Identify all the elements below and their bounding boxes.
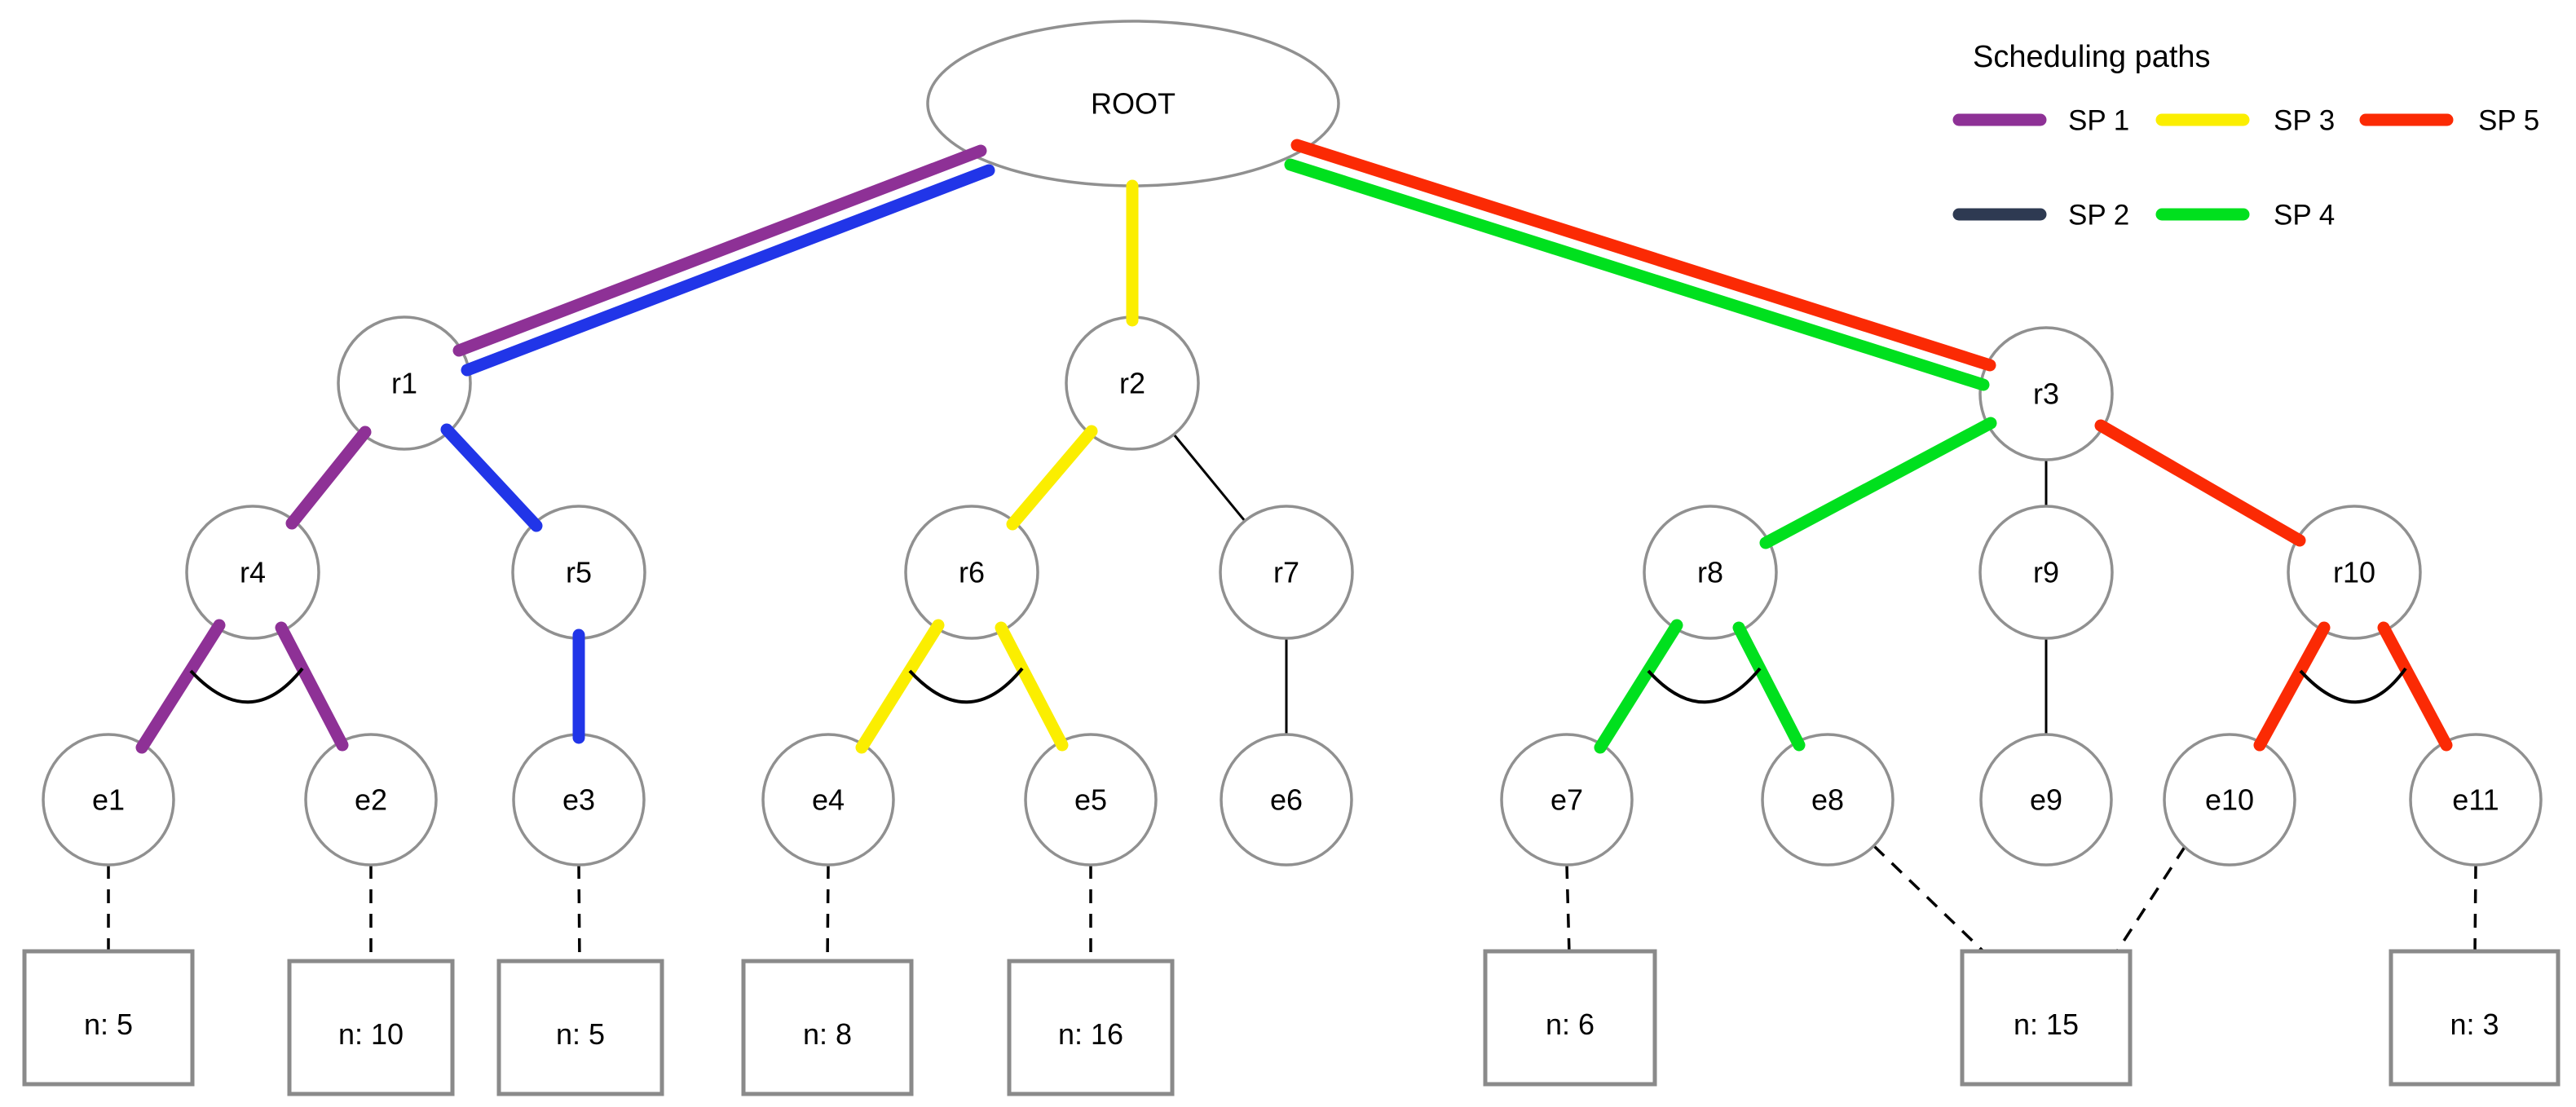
- node-label-r10: r10: [2333, 556, 2375, 589]
- sp-edge-r1-r5-sp2: [440, 423, 543, 532]
- leaf-link-e10-b7: [2115, 846, 2186, 952]
- node-label-e7: e7: [1550, 783, 1583, 817]
- node-label-e9: e9: [2030, 783, 2062, 817]
- leaf-link-e11-b8: [2473, 864, 2477, 955]
- box-label-b4: n: 8: [803, 1017, 852, 1051]
- node-label-r9: r9: [2033, 556, 2059, 589]
- node-r1: [337, 315, 472, 451]
- sp-edge-r4-e2-sp1: [275, 621, 349, 752]
- legend-title: Scheduling paths: [1973, 40, 2211, 74]
- tie-arc-r10: [2299, 667, 2407, 704]
- sp-edge-r6-e4-sp3: [855, 619, 945, 754]
- node-label-e8: e8: [1811, 783, 1844, 817]
- node-e5: [1024, 733, 1158, 867]
- node-e4: [761, 733, 895, 867]
- node-label-r3: r3: [2033, 377, 2059, 411]
- node-label-ROOT: ROOT: [1091, 87, 1176, 121]
- box-label-b2: n: 10: [338, 1017, 404, 1051]
- node-label-r7: r7: [1273, 556, 1299, 589]
- node-e1: [42, 733, 175, 867]
- node-r4: [185, 505, 320, 640]
- sp-edge-r10-e10-sp5: [2253, 621, 2331, 752]
- box-b7: [1960, 949, 2133, 1087]
- box-label-b7: n: 15: [2014, 1008, 2079, 1041]
- node-r7: [1219, 505, 1354, 640]
- leaf-link-e3-b3: [577, 864, 581, 964]
- box-b3: [496, 959, 664, 1096]
- node-label-e10: e10: [2205, 783, 2254, 817]
- node-label-r8: r8: [1697, 556, 1723, 589]
- legend-label-sp2: SP 2: [2068, 199, 2129, 231]
- tie-arc-r6: [908, 667, 1024, 704]
- box-label-b3: n: 5: [556, 1017, 605, 1051]
- box-label-b6: n: 6: [1546, 1008, 1595, 1041]
- box-b2: [287, 959, 455, 1096]
- node-label-r5: r5: [566, 556, 592, 589]
- sp-edge-r4-e1-sp1: [135, 619, 226, 754]
- node-label-e4: e4: [812, 783, 845, 817]
- node-r9: [1978, 505, 2114, 640]
- node-label-e6: e6: [1270, 783, 1303, 817]
- leaf-link-e8-b7: [1872, 845, 1985, 953]
- legend-label-sp4: SP 4: [2274, 199, 2335, 231]
- node-label-e1: e1: [92, 783, 125, 817]
- node-label-e11: e11: [2452, 783, 2499, 817]
- box-label-b8: n: 3: [2450, 1008, 2499, 1041]
- sp-edge-r10-e11-sp5: [2377, 621, 2453, 752]
- tie-arc-r4: [189, 667, 304, 704]
- sp-edge-r8-e8-sp4: [1732, 621, 1806, 752]
- node-r6: [904, 505, 1039, 640]
- sp-edge-r6-e5-sp3: [995, 621, 1069, 752]
- sp-edge-ROOT-r3-sp5: [1290, 139, 1996, 372]
- node-label-r4: r4: [240, 556, 266, 589]
- tie-arc-r8: [1647, 667, 1762, 704]
- box-b8: [2389, 949, 2561, 1087]
- node-label-e3: e3: [562, 783, 595, 817]
- node-label-e5: e5: [1074, 783, 1107, 817]
- legend-label-sp3: SP 3: [2274, 104, 2335, 136]
- leaf-link-e7-b6: [1565, 864, 1571, 955]
- node-label-r1: r1: [391, 367, 417, 400]
- legend-label-sp5: SP 5: [2478, 104, 2539, 136]
- plain-edge-r2-r7: [1172, 434, 1246, 522]
- node-e7: [1500, 733, 1634, 867]
- box-b5: [1007, 959, 1175, 1096]
- node-e9: [1979, 733, 2113, 867]
- node-e8: [1761, 733, 1895, 867]
- sp-edge-r3-r8-sp4: [1759, 417, 1997, 549]
- node-e10: [2163, 733, 2296, 867]
- node-label-r6: r6: [959, 556, 985, 589]
- box-label-b5: n: 16: [1058, 1017, 1123, 1051]
- sp-edge-r3-r10-sp5: [2094, 419, 2306, 547]
- box-b1: [22, 949, 195, 1087]
- box-b6: [1483, 949, 1657, 1087]
- legend-label-sp1: SP 1: [2068, 104, 2129, 136]
- sp-edge-r2-r6-sp3: [1006, 425, 1098, 531]
- node-r8: [1643, 505, 1778, 640]
- node-label-e2: e2: [355, 783, 387, 817]
- sp-edge-ROOT-r1-sp2: [461, 164, 995, 377]
- node-r10: [2287, 505, 2422, 640]
- node-e6: [1220, 733, 1353, 867]
- box-b4: [741, 959, 914, 1096]
- node-label-r2: r2: [1119, 367, 1145, 400]
- sp-edge-r1-r4-sp1: [285, 426, 372, 530]
- node-e2: [304, 733, 438, 867]
- box-label-b1: n: 5: [84, 1008, 133, 1041]
- node-e11: [2409, 733, 2543, 867]
- sp-edge-ROOT-r3-sp4: [1284, 158, 1990, 391]
- node-r3: [1978, 326, 2114, 461]
- leaf-link-e4-b4: [826, 864, 830, 964]
- sp-edge-r8-e7-sp4: [1594, 619, 1683, 754]
- sp-edge-ROOT-r1-sp1: [452, 144, 987, 357]
